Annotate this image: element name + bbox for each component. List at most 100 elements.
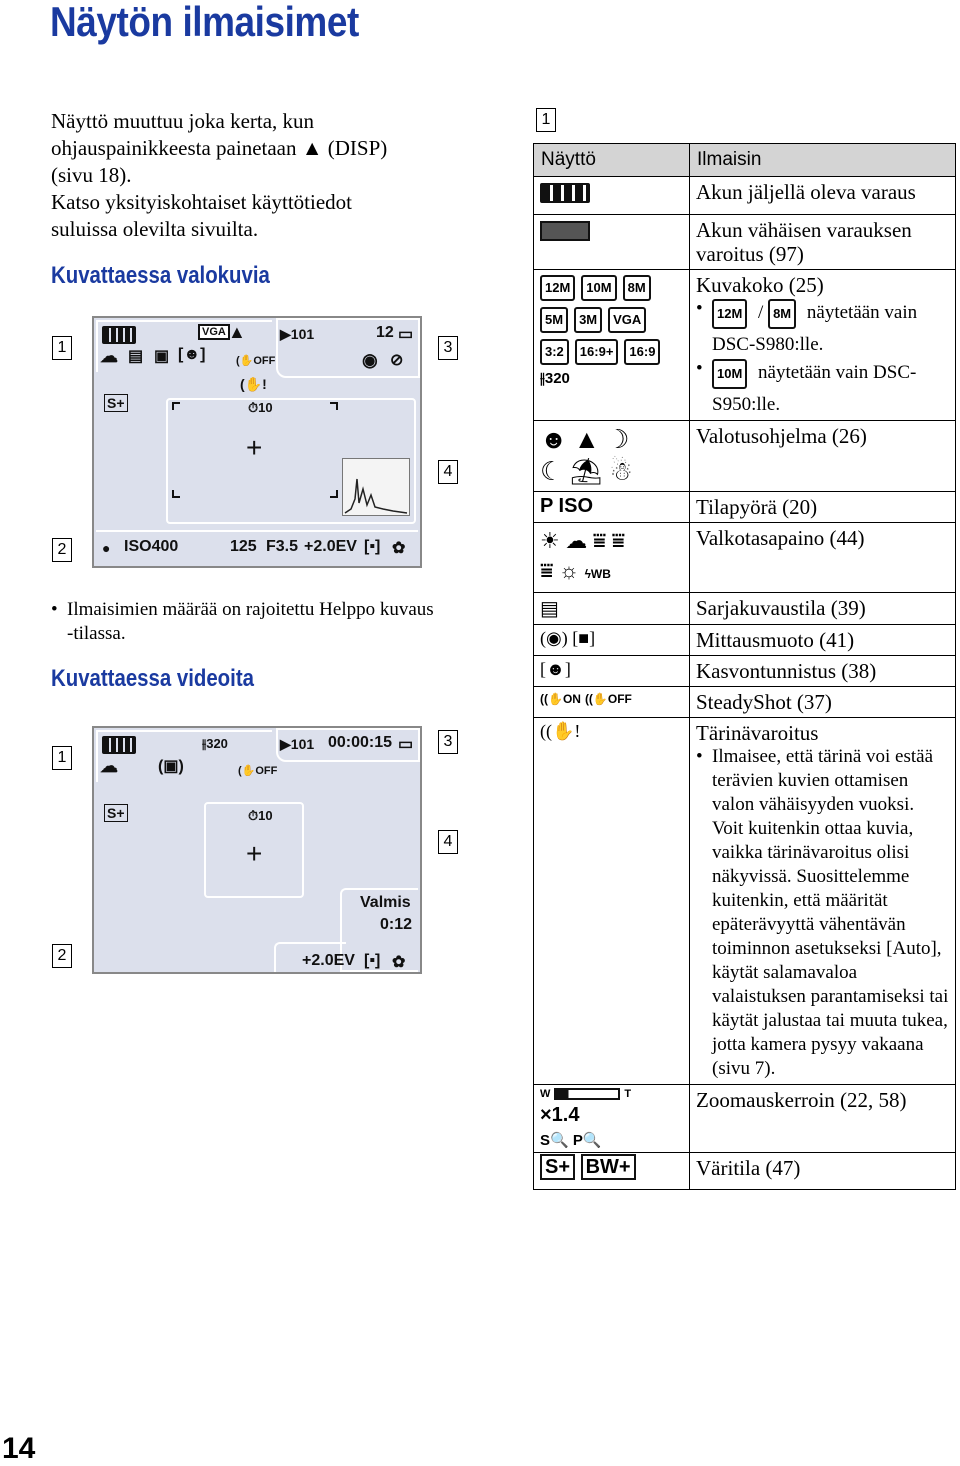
row-detail: Ilmaisee, että tärinä voi estää terävien…: [696, 745, 949, 1081]
row-text: Mittausmuoto (41): [689, 624, 956, 656]
callout-4: 4: [438, 460, 458, 484]
row-text: Valotusohjelma (26): [689, 420, 956, 492]
remaining-count: 12: [376, 324, 394, 341]
spot-metering-icon: [■]: [572, 628, 596, 648]
photo-lcd-diagram: 1 2 3 4 VGA ▲ ▶101 12 ▭ ☁ ▤ ▣ [☻] (✋OFF …: [52, 312, 472, 572]
video-section-heading: Kuvattaessa videoita: [51, 665, 254, 692]
self-timer-icon: ⏱10: [248, 400, 273, 415]
video-lcd-diagram: 1 2 3 4 ⫲320 ▶101 00:00:15 ▭ ☁ (▣) (✋OFF…: [52, 722, 472, 978]
program-icon: P: [540, 495, 553, 517]
exposure-value: +2.0EV: [302, 952, 355, 969]
fluorescent-3-icon: ⩸: [540, 558, 554, 583]
vivid-color-icon: S+: [540, 1154, 576, 1180]
region-4-center-outline: [204, 802, 304, 898]
iso-value: ISO400: [124, 538, 179, 555]
table-row: ☻ ▲ ☽☾ ⛱ ☃ Valotusohjelma (26): [533, 420, 956, 492]
histogram-graph: [344, 478, 408, 514]
movie-size-value: 320: [544, 370, 570, 387]
shake-warning-icon: (✋!: [240, 376, 267, 392]
aperture-value: F3.5: [266, 538, 299, 555]
callout-3: 3: [438, 730, 458, 754]
table-row: ((✋ON ((✋OFF SteadyShot (37): [533, 686, 956, 718]
face-detection-icon: [☻]: [178, 346, 206, 363]
af-frame-corner: [330, 402, 338, 410]
red-eye-icon: ◉: [362, 350, 378, 370]
table-row: Akun vähäisen varauksen varoitus (97): [533, 214, 956, 270]
indicator-table: Näyttö Ilmaisin Akun jäljellä oleva vara…: [533, 143, 956, 1190]
region-4-outline: [166, 398, 416, 524]
twilight-portrait-icon: ☽: [606, 425, 630, 454]
region-2-outline: [96, 530, 418, 562]
lcd-screen: VGA ▲ ▶101 12 ▭ ☁ ▤ ▣ [☻] (✋OFF ◉ ⊘ (✋! …: [92, 316, 422, 568]
row-text: SteadyShot (37): [689, 686, 956, 718]
spot-metering-crosshair: +: [246, 838, 263, 869]
af-frame-corner: [172, 402, 180, 410]
row-text: Zoomauskerroin (22, 58): [689, 1084, 956, 1153]
folder-number: 101: [290, 326, 315, 342]
histogram: [342, 458, 410, 516]
table-section-label: 1: [536, 108, 556, 132]
image-size-value: 320: [206, 736, 228, 751]
steadyshot-off-label: OFF: [607, 692, 632, 706]
callout-2: 2: [52, 538, 72, 562]
af-lock-icon: ●: [102, 540, 111, 556]
zoom-tele-label: T: [624, 1088, 632, 1100]
steadyshot-on-label: ON: [562, 692, 581, 706]
self-timer-icon: ⏱10: [248, 808, 273, 823]
flash-off-icon: ⊘: [390, 352, 404, 369]
steadyshot-off-label: OFF: [255, 765, 278, 777]
size-note: 12M / 8M näytetään vain DSC-S980:lle.: [696, 297, 949, 357]
zoom-factor: ×1.4: [540, 1104, 580, 1126]
region-3-outline: [276, 318, 420, 378]
size-icon: 10M: [581, 275, 617, 301]
note-line: -tilassa.: [67, 623, 126, 644]
callout-1: 1: [52, 746, 72, 770]
note-text: näytetään vain DSC-S980:lle.: [712, 302, 918, 355]
ready-label: Valmis: [360, 894, 411, 911]
intro-line: (sivu 18).: [51, 163, 132, 187]
row-text: Tilapyörä (20): [689, 491, 956, 523]
page-title: Näytön ilmaisimet: [50, 0, 359, 45]
region-2-outline: [274, 942, 346, 972]
cloudy-icon: ☁: [565, 528, 588, 553]
smart-zoom-label: S: [540, 1132, 551, 1149]
macro-icon: ✿: [392, 540, 406, 557]
color-mode-icon: S+: [104, 394, 128, 412]
movie-size-icon: ⫲320: [540, 370, 570, 387]
size-icon: 10M: [712, 359, 748, 389]
memory-icon: ▭: [398, 326, 414, 343]
table-row: P ISO Tilapyörä (20): [533, 491, 956, 523]
twilight-icon: ☾: [540, 457, 564, 486]
photo-note: Ilmaisimien määrää on rajoitettu Helppo …: [51, 598, 491, 646]
table-header-row: Näyttö Ilmaisin: [533, 143, 956, 177]
spot-metering-icon: ▣: [154, 348, 170, 365]
separator: /: [758, 302, 764, 323]
intro-line: ohjauspainikkeesta painetaan ▲ (DISP): [51, 136, 388, 160]
region-4-right-outline: [340, 888, 418, 972]
remaining-time: 0:12: [380, 916, 413, 933]
col-header-display: Näyttö: [533, 143, 690, 177]
size-icon: 16:9+: [574, 339, 619, 365]
table-row: ▤ Sarjakuvaustila (39): [533, 592, 956, 625]
precision-zoom-label: P: [572, 1132, 583, 1149]
beach-icon: ⛱: [569, 457, 603, 486]
folder-icon: ▶101: [280, 736, 315, 752]
callout-1: 1: [52, 336, 72, 360]
steadyshot-off-label: OFF: [253, 355, 276, 367]
table-row: (◉) [■] Mittausmuoto (41): [533, 624, 956, 656]
battery-low-icon: [540, 221, 590, 241]
row-text: Sarjakuvaustila (39): [689, 592, 956, 625]
intro-line: Katso yksityiskohtaiset käyttötiedot: [51, 190, 352, 214]
size-note: 10M näytetään vain DSC-S950:lle.: [696, 357, 949, 417]
zoom-scale: [554, 1088, 621, 1100]
daylight-icon: ☀: [540, 528, 560, 553]
landscape-icon: ▲: [228, 322, 246, 342]
photo-section-heading: Kuvattaessa valokuvia: [51, 262, 270, 289]
table-row: Akun jäljellä oleva varaus: [533, 176, 956, 215]
af-range-icon: [▪]: [364, 952, 381, 969]
row-text: Akun vähäisen varauksen varoitus (97): [689, 214, 956, 270]
row-text: Kasvontunnistus (38): [689, 655, 956, 687]
steadyshot-off-icon: (✋OFF: [238, 765, 278, 777]
note-text: näytetään vain DSC-S950:lle.: [712, 362, 917, 415]
af-frame-corner: [330, 490, 338, 498]
